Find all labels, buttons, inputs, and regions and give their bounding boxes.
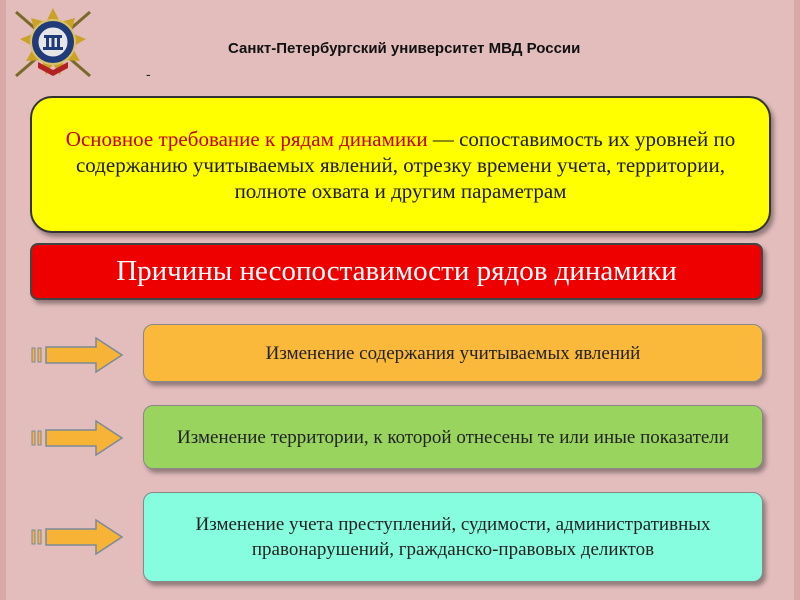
reasons-title: Причины несопоставимости рядов динамики: [30, 243, 763, 300]
requirement-highlight: Основное требование к рядам динамики: [65, 126, 428, 151]
reason-territory-change: Изменение территории, к которой отнесены…: [143, 405, 763, 469]
requirement-box: Основное требование к рядам динамики — с…: [30, 96, 771, 233]
arrow-right-icon: [31, 518, 124, 556]
header-dash: -: [146, 66, 151, 82]
requirement-body: — сопоставимость их уровней по содержани…: [75, 126, 736, 203]
arrow-right-icon: [31, 419, 124, 457]
reason-accounting-change: Изменение учета преступлений, судимости,…: [143, 492, 763, 582]
arrow-right-icon: [31, 336, 124, 374]
reason-content-change: Изменение содержания учитываемых явлений: [143, 324, 763, 382]
mvd-university-emblem-icon: [15, 8, 91, 78]
university-title: Санкт-Петербургский университет МВД Росс…: [228, 40, 581, 57]
requirement-text: Основное требование к рядам динамики — с…: [58, 126, 743, 204]
